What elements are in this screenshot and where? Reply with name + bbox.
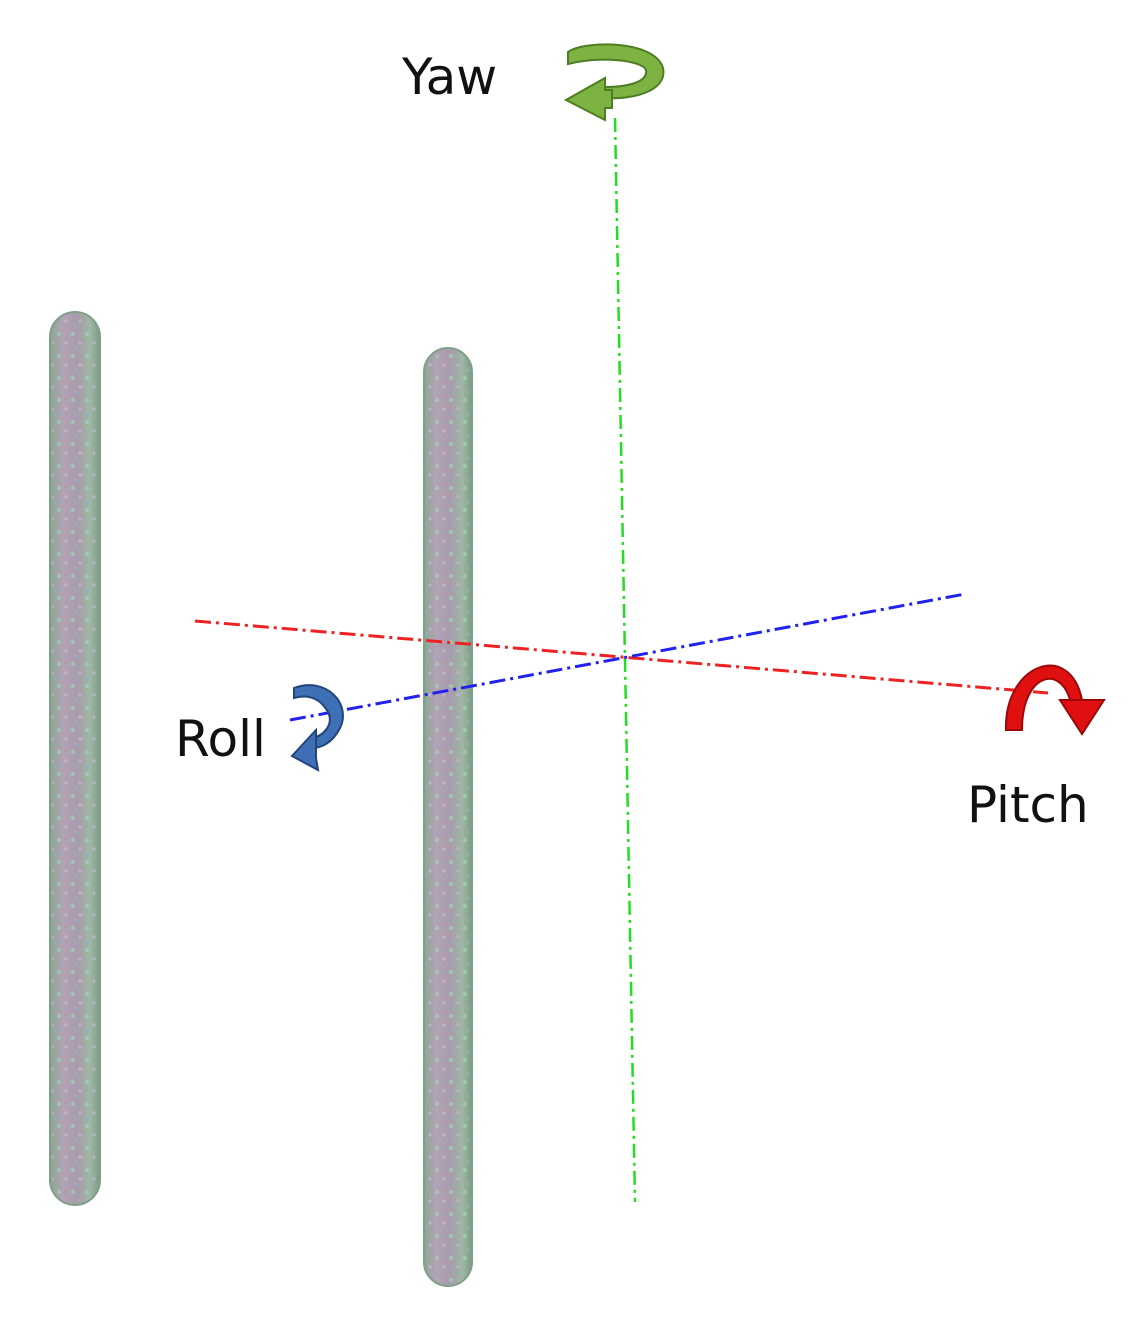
rod-left (49, 311, 101, 1206)
yaw-axis (613, 117, 637, 1203)
roll-rotation-arrow-icon (290, 684, 344, 772)
pitch-rotation-arrow-icon (1004, 664, 1106, 736)
yaw-label: Yaw (401, 48, 497, 106)
rod-middle (423, 347, 473, 1287)
roll-axis (289, 592, 966, 722)
yaw-rotation-arrow-icon (563, 43, 665, 122)
pitch-axis (194, 619, 1049, 695)
pitch-label: Pitch (967, 776, 1089, 834)
roll-label: Roll (175, 710, 266, 768)
